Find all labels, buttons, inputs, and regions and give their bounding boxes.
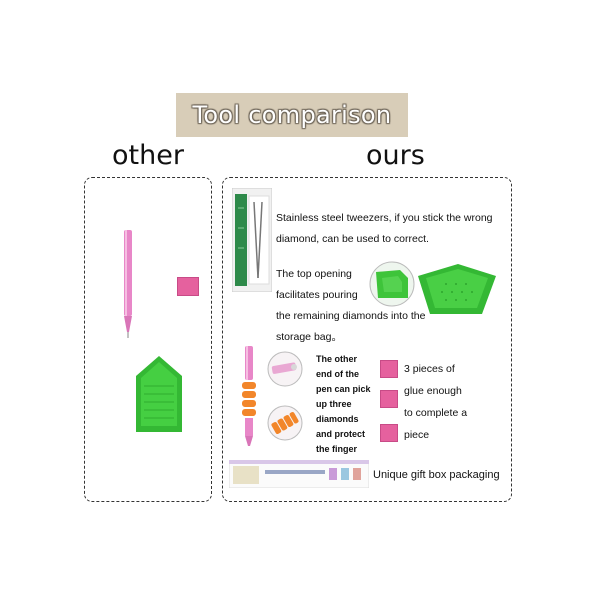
text-line: piece [404, 429, 430, 441]
glue-icon [380, 424, 398, 442]
text-line: the finger [316, 444, 358, 454]
text-line: the remaining diamonds into the [276, 310, 426, 322]
text-line: up three [316, 399, 352, 409]
packaging-description: Unique gift box packaging [373, 469, 500, 481]
text-line: facilitates pouring [276, 289, 358, 301]
tray-icon [136, 356, 182, 432]
text-line: and protect [316, 429, 366, 439]
text-line: The top opening [276, 268, 352, 280]
tray-closeup-icon [369, 261, 415, 307]
tweezers-description: Stainless steel tweezers, if you stick t… [276, 208, 493, 250]
text-line: storage bag。 [276, 331, 342, 343]
ours-heading: ours [366, 140, 425, 171]
glue-description: 3 pieces of glue enough to complete a pi… [404, 358, 467, 446]
other-heading: other [112, 140, 184, 171]
title-banner: Tool comparison [176, 93, 408, 137]
tray-description: The top opening facilitates pouring the … [276, 264, 425, 348]
pen-icon [242, 346, 256, 446]
text-line: glue enough [404, 385, 462, 397]
glue-icon [177, 277, 199, 296]
glue-icon [380, 390, 398, 408]
text-line: Stainless steel tweezers, if you stick t… [276, 212, 493, 224]
tray-icon [418, 264, 496, 314]
tweezers-icon [232, 188, 272, 292]
text-line: to complete a [404, 407, 468, 419]
pen-tip-closeup-icon [267, 351, 303, 387]
page-title: Tool comparison [192, 101, 392, 129]
ours-panel [222, 177, 512, 502]
pen-grip-closeup-icon [267, 405, 303, 441]
pen-icon [124, 230, 132, 338]
text-line: diamonds [316, 414, 359, 424]
text-line: The other [316, 354, 358, 364]
text-line: end of the [316, 369, 359, 379]
text-line: diamond, can be used to correct. [276, 233, 429, 245]
other-panel [84, 177, 212, 502]
text-line: 3 pieces of [404, 363, 455, 375]
glue-icon [380, 360, 398, 378]
pen-description: The other end of the pen can pick up thr… [316, 352, 371, 457]
text-line: pen can pick [316, 384, 371, 394]
gift-box-icon [229, 460, 369, 488]
